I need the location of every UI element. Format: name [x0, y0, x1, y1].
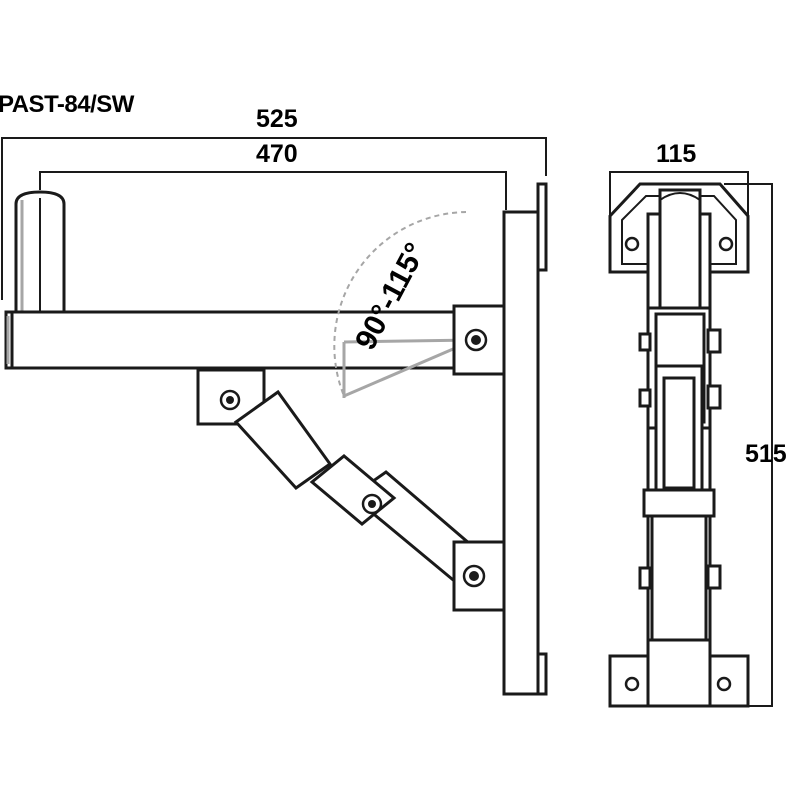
- dimension-arm-width: 470: [39, 140, 507, 210]
- dimension-515-label: 515: [745, 440, 787, 468]
- dimension-525-label: 525: [256, 105, 298, 133]
- strut-upper-bracket: [196, 368, 266, 426]
- wall-plate-flange-bottom: [536, 652, 548, 696]
- wall-plate-flange-top: [536, 182, 548, 272]
- arm-pivot-block: [452, 304, 506, 376]
- front-view: 115 515: [608, 140, 787, 708]
- speaker-pole: [14, 190, 66, 338]
- dimension-front-width: 115: [609, 140, 749, 216]
- model-label: PAST-84/SW: [0, 91, 135, 118]
- dimension-overall-width: 525: [1, 105, 547, 300]
- wall-plate: [502, 210, 540, 696]
- strut-lower-bracket: [452, 540, 506, 612]
- side-view: 525 470 90°-115°: [1, 105, 548, 696]
- dimension-115-label: 115: [656, 140, 696, 168]
- dimension-470-label: 470: [256, 140, 298, 168]
- front-bottom-plate: [608, 638, 750, 708]
- front-pole: [658, 188, 702, 312]
- diagonal-strut: [233, 389, 487, 587]
- dimension-height: 515: [724, 183, 787, 707]
- front-strut: [638, 364, 722, 648]
